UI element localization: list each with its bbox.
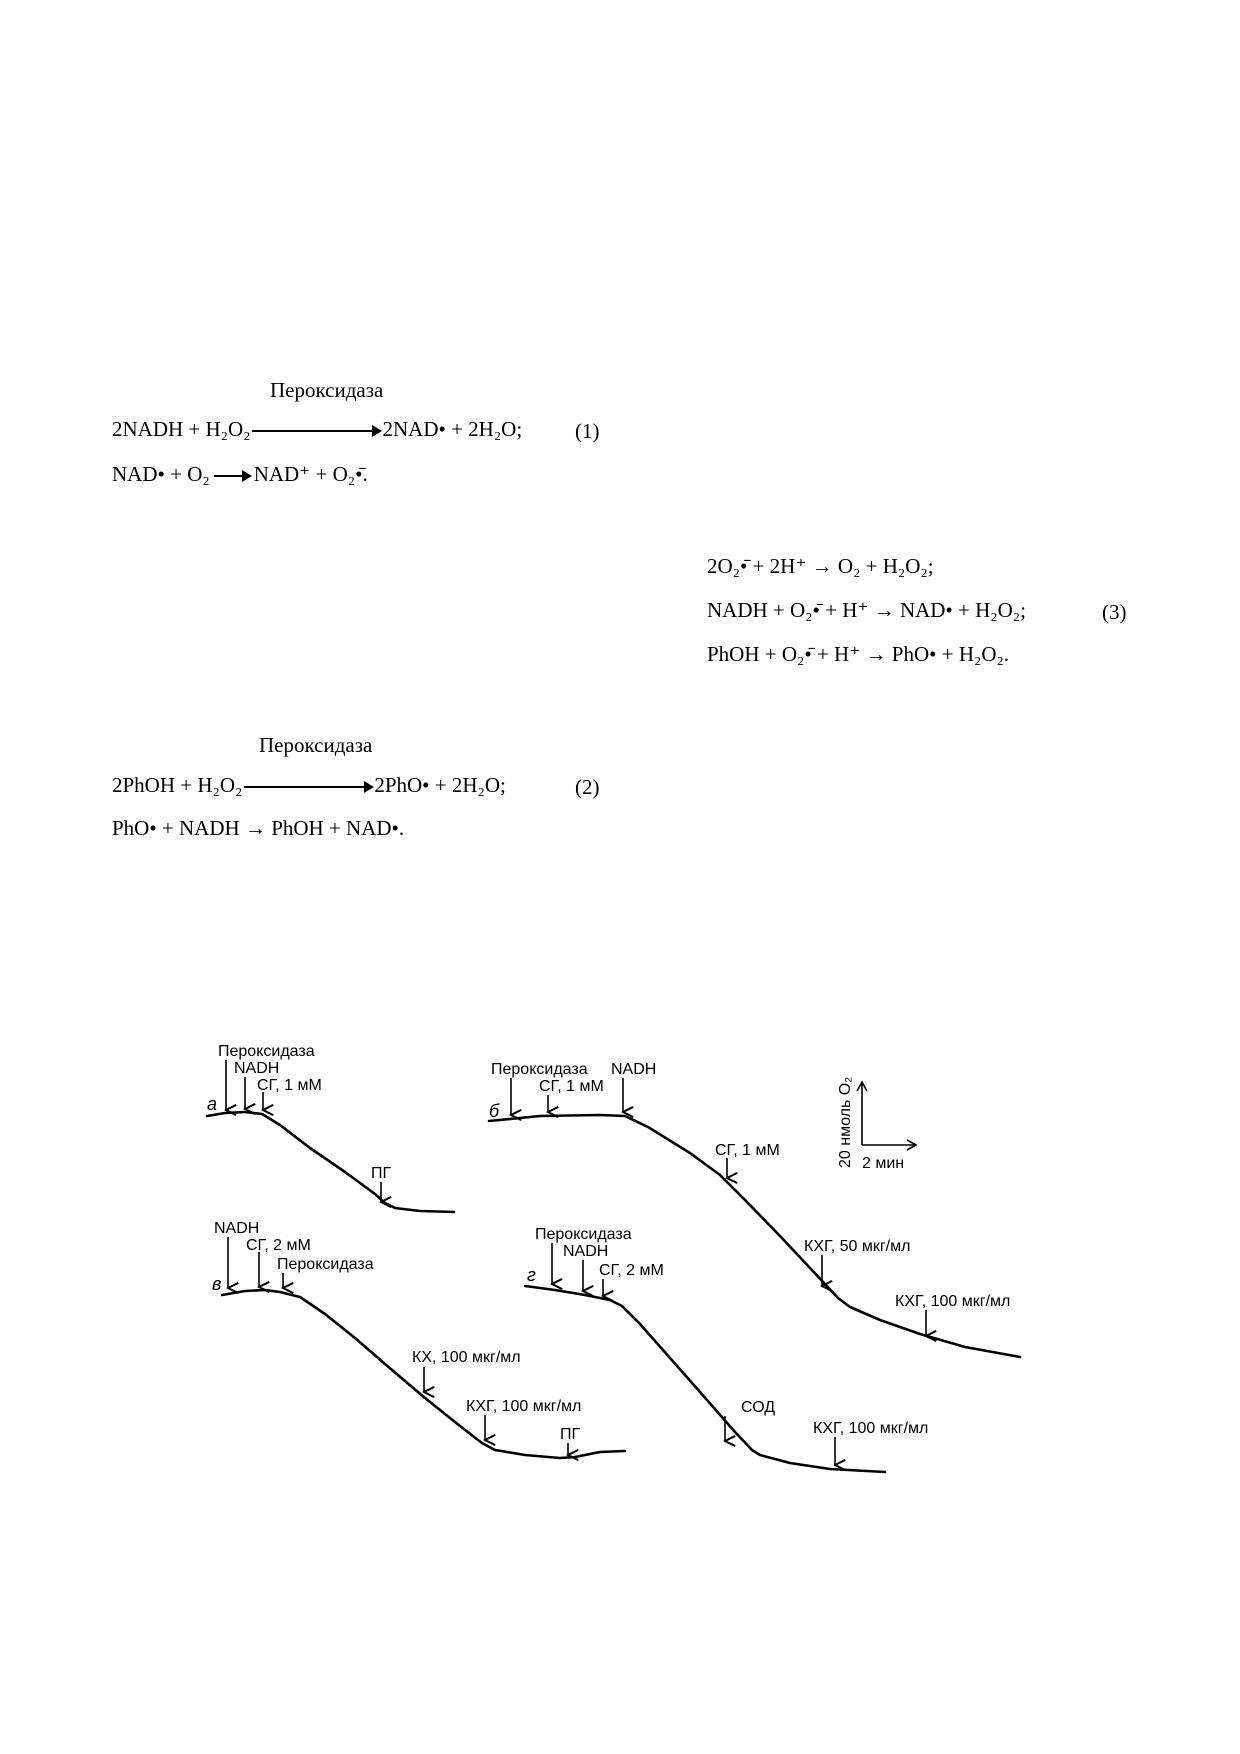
scheme3-line2: NADH + O₂•̄ + H⁺ → NAD• + H₂O₂; (707, 598, 1026, 622)
panel-v-label: ПГ (560, 1426, 581, 1443)
trace-a (205, 1110, 456, 1214)
scheme3-line3: PhOH + O₂•̄ + H⁺ → PhO• + H₂O₂. (707, 642, 1010, 666)
panel-g-label: СГ, 2 мМ (599, 1262, 664, 1279)
panel-b-label: Пероксидаза (491, 1061, 588, 1078)
scheme2-line2: PhO• + NADH → PhOH + NAD•. (112, 816, 405, 840)
scheme1-line2-left: NAD• + O₂ (112, 462, 210, 486)
panel-g-label: СОД (741, 1399, 775, 1416)
reaction-arrow (252, 425, 383, 438)
panel-v-label: КХГ, 100 мкг/мл (466, 1398, 581, 1415)
scheme1-number: (1) (575, 419, 600, 443)
scale-bar (856, 1080, 918, 1151)
scale-y-label: 20 нмоль O₂ (837, 1077, 854, 1168)
scheme1-line2-right: NAD⁺ + O₂•̄. (253, 462, 368, 486)
scheme2-line1: 2PhOH + H₂O₂ 2PhO• + 2H₂O; (112, 775, 506, 796)
panel-v-label: NADH (214, 1220, 259, 1237)
scheme3-number: (3) (1102, 600, 1127, 624)
panel-b-label: СГ, 1 мМ (715, 1142, 780, 1159)
scheme3-line1: 2O₂•̄ + 2H⁺ → O₂ + H₂O₂; (707, 554, 934, 578)
panel-b-label: КХГ, 100 мкг/мл (895, 1293, 1010, 1310)
panel-v-label: Пероксидаза (277, 1256, 374, 1273)
panel-a-label: СГ, 1 мМ (257, 1077, 322, 1094)
panel-b-label: СГ, 1 мМ (539, 1078, 604, 1095)
panel-a-label: NADH (234, 1060, 279, 1077)
scheme2-enzyme-label: Пероксидаза (259, 733, 373, 757)
panel-b-label: КХГ, 50 мкг/мл (804, 1238, 910, 1255)
panel-letter-g: г (527, 1265, 536, 1285)
scheme1-line1: 2NADH + H₂O₂ 2NAD• + 2H₂O; (112, 419, 522, 440)
panel-a-label: ПГ (371, 1165, 392, 1182)
panel-letter-v: в (212, 1274, 221, 1294)
panel-g-label: NADH (563, 1243, 608, 1260)
panel-v-label: СГ, 2 мМ (246, 1237, 311, 1254)
scheme2-number: (2) (575, 775, 600, 799)
panel-g-label: КХГ, 100 мкг/мл (813, 1420, 928, 1437)
scheme1-line2: NAD• + O₂ NAD⁺ + O₂•̄. (112, 464, 368, 485)
scheme1-line1-left: 2NADH + H₂O₂ (112, 417, 251, 441)
scheme2-line1-right: 2PhO• + 2H₂O; (374, 773, 506, 797)
scheme1-enzyme-label: Пероксидаза (270, 378, 384, 402)
panel-b-label: NADH (611, 1061, 656, 1078)
trace-b (487, 1113, 1022, 1359)
trace-g (523, 1284, 887, 1474)
panel-letter-b: б (489, 1101, 500, 1121)
scale-x-label: 2 мин (862, 1155, 904, 1172)
panel-letter-a: а (207, 1094, 217, 1114)
reaction-arrow (213, 470, 252, 483)
panel-a-label: Пероксидаза (218, 1043, 315, 1060)
panel-v-label: КХ, 100 мкг/мл (412, 1349, 521, 1366)
scheme2-line1-left: 2PhOH + H₂O₂ (112, 773, 243, 797)
reaction-arrow (244, 781, 375, 794)
panel-g-label: Пероксидаза (535, 1226, 632, 1243)
scheme1-line1-right: 2NAD• + 2H₂O; (382, 417, 523, 441)
